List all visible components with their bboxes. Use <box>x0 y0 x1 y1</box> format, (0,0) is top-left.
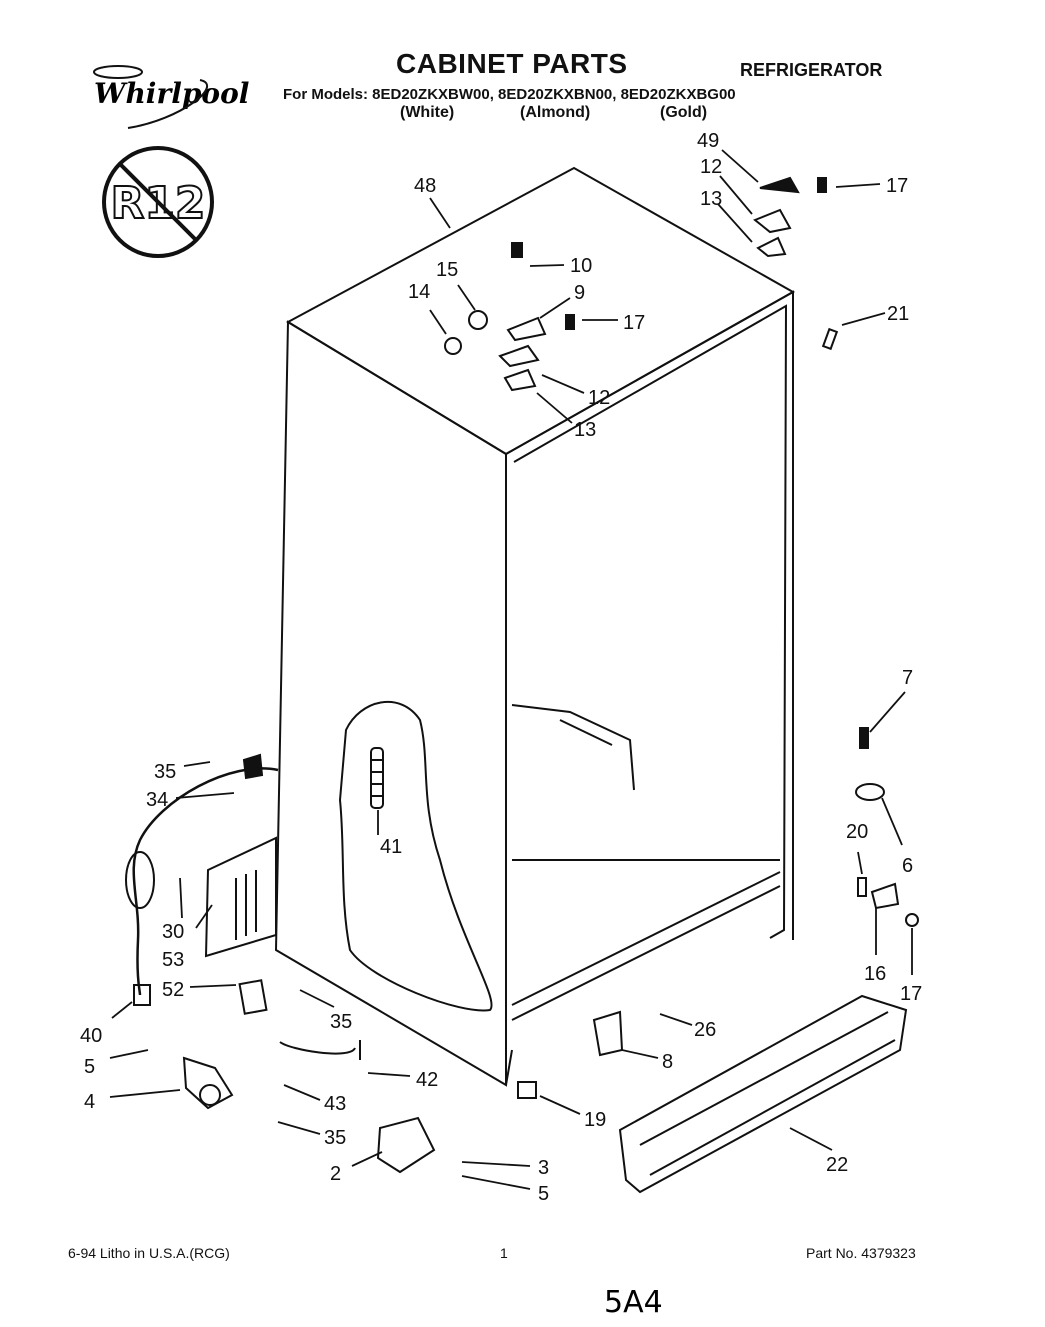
page-title: CABINET PARTS <box>396 48 628 79</box>
callout-5-bottom: 5 <box>538 1183 549 1205</box>
callout-26: 26 <box>694 1019 716 1041</box>
hinge-shim-part <box>756 236 787 258</box>
leader-lines <box>109 149 913 1190</box>
callout-35-top: 35 <box>154 761 176 783</box>
callout-6: 6 <box>902 855 913 877</box>
callout-5-left: 5 <box>84 1056 95 1078</box>
callout-53: 53 <box>162 949 184 971</box>
callout-3: 3 <box>538 1157 549 1179</box>
whirlpool-logo: Whirlpool <box>93 65 249 129</box>
callout-8: 8 <box>662 1051 673 1073</box>
parts <box>125 176 919 1194</box>
callout-14: 14 <box>408 281 430 303</box>
page-number: 1 <box>500 1245 508 1261</box>
callout-15: 15 <box>436 259 458 281</box>
variant-white: (White) <box>400 104 455 121</box>
callout-30: 30 <box>162 921 184 943</box>
callout-21: 21 <box>887 303 909 325</box>
callout-17-center: 17 <box>623 312 645 334</box>
callout-2: 2 <box>330 1163 341 1185</box>
callout-22: 22 <box>826 1154 848 1176</box>
callout-10: 10 <box>570 255 592 277</box>
callout-35-mid: 35 <box>330 1011 352 1033</box>
models-line: For Models: 8ED20ZKXBW00, 8ED20ZKXBN00, … <box>283 86 736 103</box>
callout-42: 42 <box>416 1069 438 1091</box>
callout-43: 43 <box>324 1093 346 1115</box>
callout-34: 34 <box>146 789 168 811</box>
cabinet-body <box>274 166 796 1087</box>
callout-9: 9 <box>574 282 585 304</box>
handwritten-note: 5A4 <box>604 1285 663 1320</box>
no-r12-badge: R12 <box>102 146 214 258</box>
callout-4: 4 <box>84 1091 95 1113</box>
callout-12: 12 <box>700 156 722 178</box>
footer-print-info: 6-94 Litho in U.S.A.(RCG) <box>68 1245 230 1261</box>
callout-19: 19 <box>584 1109 606 1131</box>
callout-7: 7 <box>902 667 913 689</box>
callout-52: 52 <box>162 979 184 1001</box>
screw-part <box>817 177 827 193</box>
callout-17-right: 17 <box>900 983 922 1005</box>
badge-text: R12 <box>110 178 205 229</box>
callout-12-center: 12 <box>588 387 610 409</box>
callout-49: 49 <box>697 130 719 152</box>
hinge-cover-part <box>759 176 800 194</box>
part-number: Part No. 4379323 <box>806 1245 916 1261</box>
callout-40: 40 <box>80 1025 102 1047</box>
variant-almond: (Almond) <box>520 104 591 121</box>
callout-labels: 49 12 17 13 48 10 15 9 14 17 21 12 13 7 … <box>80 130 922 1205</box>
callout-41: 41 <box>380 836 402 858</box>
callout-48: 48 <box>414 175 436 197</box>
callout-17: 17 <box>886 175 908 197</box>
callout-13: 13 <box>700 188 722 210</box>
product-type: REFRIGERATOR <box>740 60 883 80</box>
callout-35-bottom: 35 <box>324 1127 346 1149</box>
hinge-part <box>753 208 792 234</box>
variant-gold: (Gold) <box>660 104 708 121</box>
callout-20: 20 <box>846 821 868 843</box>
callout-13-center: 13 <box>574 419 596 441</box>
callout-16: 16 <box>864 963 886 985</box>
logo-text: Whirlpool <box>94 77 249 110</box>
